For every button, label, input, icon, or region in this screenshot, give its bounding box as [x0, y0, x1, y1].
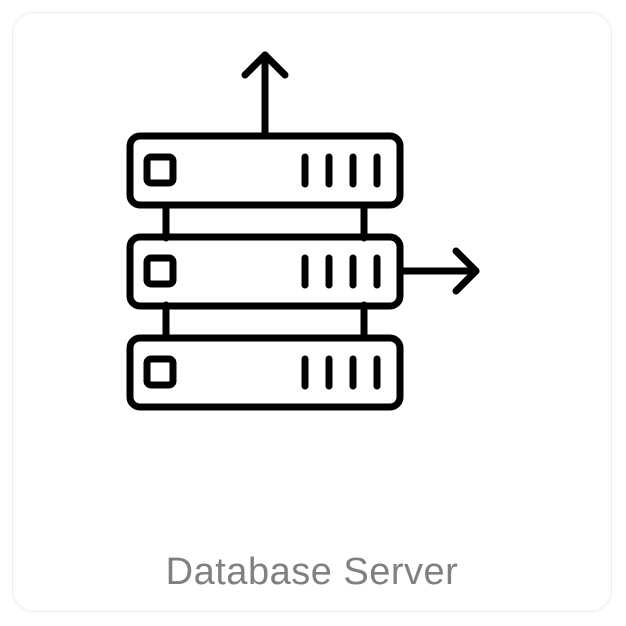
- unit-connectors: [162, 201, 368, 342]
- icon-card: [12, 12, 612, 612]
- drive-lines: [301, 254, 381, 289]
- server-led-icon: [143, 355, 177, 389]
- server-unit: [126, 334, 404, 411]
- server-led-icon: [143, 153, 177, 187]
- drive-lines: [301, 153, 381, 188]
- icon-caption: Database Server: [165, 551, 459, 593]
- server-unit: [126, 233, 404, 310]
- arrow-up-icon: [241, 51, 289, 139]
- server-led-icon: [143, 254, 177, 288]
- drive-lines: [301, 355, 381, 390]
- server-unit: [126, 132, 404, 209]
- arrow-right-icon: [396, 247, 480, 295]
